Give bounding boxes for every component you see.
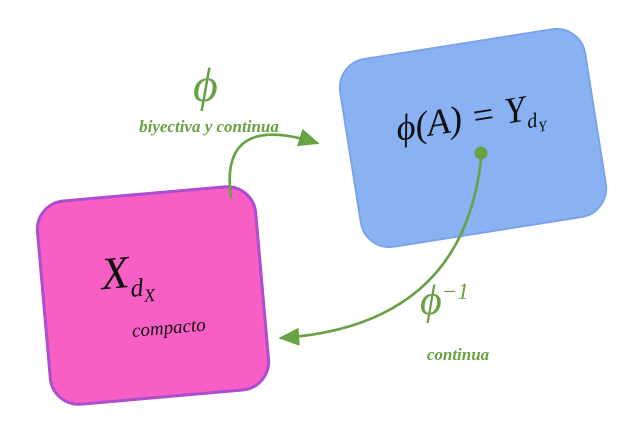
phi-inverse-exponent: −1: [441, 278, 469, 304]
phi-map-symbol: ϕ: [193, 59, 218, 112]
image-space-formula: ϕ(A) = YdY: [345, 77, 595, 158]
formula-base: ϕ(A) = Y: [392, 88, 529, 150]
compact-space-box: XdX compacto: [33, 182, 273, 409]
formula-base: X: [98, 246, 132, 300]
phi-inverse-base: ϕ: [420, 278, 442, 324]
phi-inverse-symbol: ϕ−1: [420, 277, 469, 325]
arrow-phi: [228, 128, 320, 199]
formula-subsubscript: Y: [537, 118, 548, 137]
phi-inverse-caption: continua: [426, 345, 490, 364]
image-space-box: ϕ(A) = YdY: [334, 23, 612, 253]
compact-space-caption: compacto: [131, 314, 207, 342]
formula-subsubscript: X: [143, 285, 157, 308]
formula-subscript: d: [129, 273, 145, 304]
compact-space-formula: XdX: [98, 243, 157, 307]
phi-map-caption: biyectiva y continua: [139, 117, 279, 136]
